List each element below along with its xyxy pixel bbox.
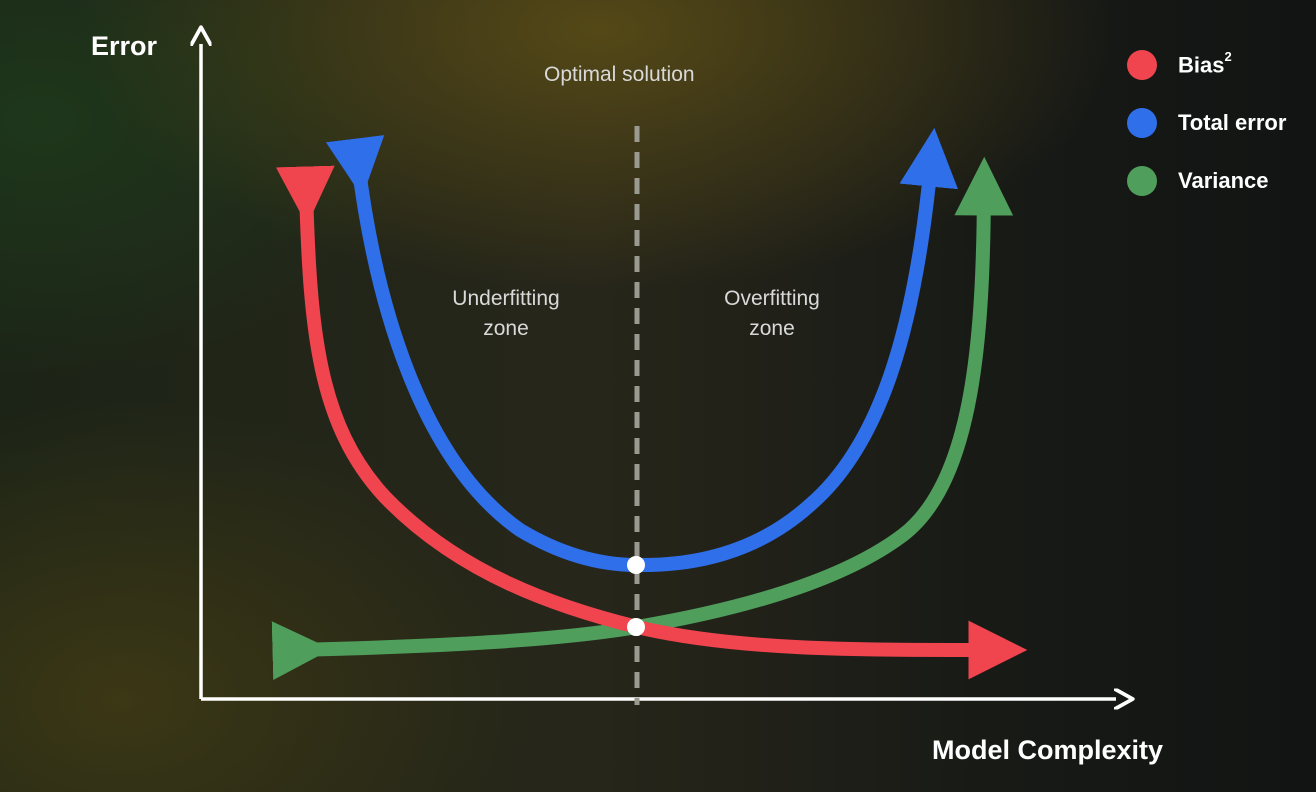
- overfitting-zone-label: Overfitting zone: [724, 287, 820, 341]
- optimal-solution-label: Optimal solution: [544, 63, 695, 86]
- legend-item-bias: Bias2: [1127, 36, 1286, 94]
- total-error-minimum-marker: [627, 556, 645, 574]
- x-axis-label: Model Complexity: [932, 735, 1164, 765]
- legend-label: Total error: [1178, 110, 1287, 135]
- variance-curve: [271, 156, 1014, 681]
- y-axis-label: Error: [91, 31, 158, 61]
- legend: Bias2 Total error Variance: [1127, 36, 1286, 210]
- bias-variance-intersection-marker: [627, 618, 645, 636]
- underfitting-zone-label: Underfitting zone: [452, 287, 560, 341]
- red-dot-icon: [1127, 50, 1157, 80]
- legend-item-variance: Variance: [1127, 152, 1286, 210]
- blue-dot-icon: [1127, 108, 1157, 138]
- legend-item-total-error: Total error: [1127, 94, 1286, 152]
- total-error-curve: [325, 127, 959, 573]
- bias-curve: [275, 165, 1028, 680]
- green-dot-icon: [1127, 166, 1157, 196]
- legend-label: Variance: [1178, 168, 1269, 193]
- legend-label: Bias2: [1178, 48, 1232, 78]
